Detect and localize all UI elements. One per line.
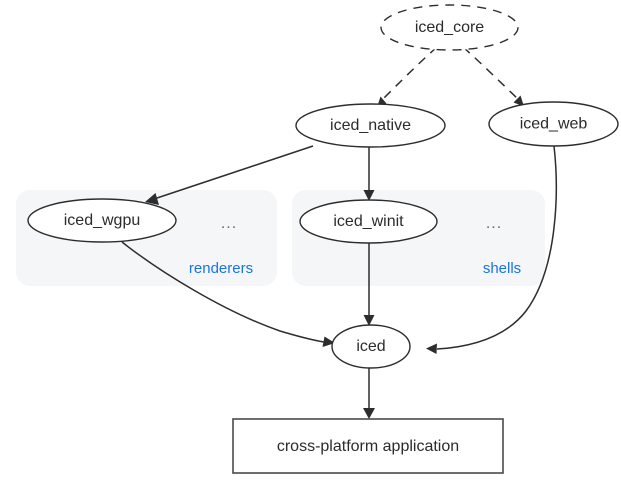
edge-iced-core-to-iced-web xyxy=(462,46,524,107)
node-iced-native[interactable]: iced_native xyxy=(295,103,446,148)
node-iced-core[interactable]: iced_core xyxy=(380,4,519,51)
node-iced-wgpu-shape[interactable] xyxy=(27,198,177,243)
node-iced-native-label: iced_native xyxy=(330,117,411,134)
edge-iced-wgpu-to-iced xyxy=(121,241,335,347)
node-application[interactable]: cross-platform application xyxy=(232,418,504,474)
node-application-label: cross-platform application xyxy=(277,438,459,455)
node-iced-core-shape[interactable] xyxy=(380,4,519,51)
cluster-shells-label: shells xyxy=(483,260,521,277)
node-iced-winit[interactable]: iced_winit xyxy=(299,199,438,244)
node-iced-web[interactable]: iced_web xyxy=(488,101,619,147)
edge-iced-web-to-iced xyxy=(426,145,557,354)
edge-iced-core-to-iced-native xyxy=(377,46,438,108)
cluster-renderers-label: renderers xyxy=(189,260,253,277)
node-iced-wgpu-label: iced_wgpu xyxy=(64,212,141,229)
cluster-shells-ellipsis: ... xyxy=(486,215,502,232)
node-iced-native-shape[interactable] xyxy=(295,103,446,148)
node-iced-core-label: iced_core xyxy=(415,19,484,36)
node-iced-winit-label: iced_winit xyxy=(333,213,404,230)
edge-iced-to-application xyxy=(363,368,375,419)
edge-iced-native-to-iced-winit xyxy=(363,147,375,201)
node-iced-web-shape[interactable] xyxy=(488,101,619,147)
node-iced[interactable]: iced xyxy=(331,324,411,369)
edge-iced-winit-to-iced xyxy=(363,243,375,326)
node-iced-shape[interactable] xyxy=(331,324,411,369)
edge-iced-native-to-iced-wgpu xyxy=(145,145,314,205)
node-iced-web-label: iced_web xyxy=(520,116,588,133)
cluster-renderers-ellipsis: ... xyxy=(221,215,237,232)
node-iced-label: iced xyxy=(356,338,385,355)
node-iced-wgpu[interactable]: iced_wgpu xyxy=(27,198,177,243)
node-application-shape[interactable] xyxy=(232,418,504,474)
node-iced-winit-shape[interactable] xyxy=(299,199,438,244)
